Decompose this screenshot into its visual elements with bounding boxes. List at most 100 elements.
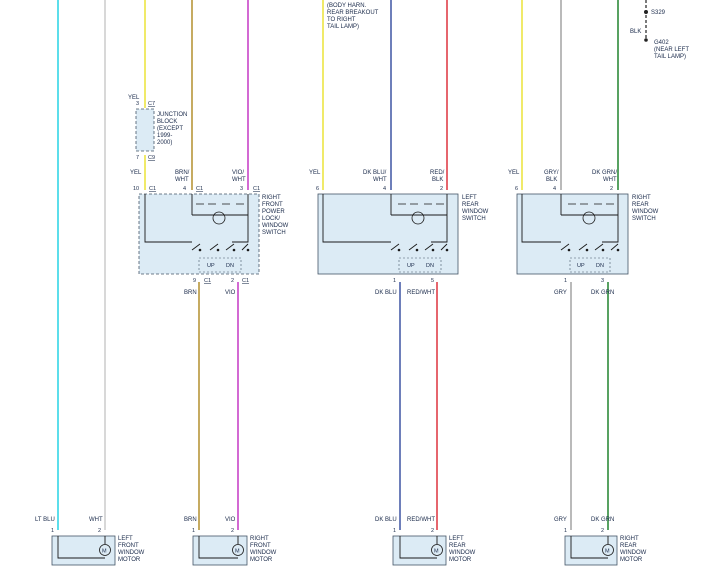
wire-label: RED/ (430, 170, 445, 176)
junction-conn-bottom: C9 (148, 155, 155, 161)
jb-line: JUNCTION (157, 112, 187, 118)
switch-name: RIGHT FRONT POWER LOCK/ WINDOW SWITCH (262, 195, 290, 236)
motor-icon (99, 544, 111, 556)
jb-line: 1999- (157, 133, 172, 139)
note-line: (BODY HARN. (327, 3, 367, 9)
motor-name-line: WINDOW (250, 550, 277, 556)
note-line: TAIL LAMP) (327, 24, 359, 30)
wire-label: VIO (225, 517, 236, 523)
junction-wire-label: YEL (128, 95, 140, 101)
motor-name-line: REAR (620, 543, 637, 549)
indicator-icon (212, 211, 226, 225)
up-dn-group (198, 257, 242, 273)
indicator-icon (411, 211, 425, 225)
motor-name-line: LEFT (118, 536, 133, 542)
rr-switch: YEL GRY/ BLK DK GRN/ WHT 6 4 2 UP DN RIG… (508, 170, 660, 296)
pin-number: 2 (431, 528, 434, 534)
jb-line: 2000) (157, 140, 172, 146)
wire-label: GRY (554, 290, 567, 296)
lr-window-motor: DK BLU RED/WHT 1 2 M LEFT REAR WINDOW MO… (375, 517, 477, 566)
pin-number: 1 (564, 278, 567, 284)
note-line: REAR BREAKOUT (327, 10, 379, 16)
pin-number: 2 (98, 528, 101, 534)
wire-label: WHT (232, 177, 246, 183)
pin-number: 2 (231, 278, 234, 284)
splice-label: S329 (651, 10, 666, 16)
jb-line: (EXCEPT (157, 126, 183, 132)
wire-label: DK GRN (591, 290, 614, 296)
motor-circuit (57, 536, 106, 559)
junction-block-box (135, 108, 155, 152)
switch-name-line: SWITCH (632, 216, 656, 222)
switch-name: RIGHT REAR WINDOW SWITCH (632, 195, 660, 222)
jb-line: BLOCK (157, 119, 177, 125)
switch-name: LEFT REAR WINDOW SWITCH (462, 195, 490, 222)
ground-id: G402 (654, 40, 669, 46)
up-dn-group (569, 257, 611, 273)
motor-name-line: RIGHT (250, 536, 269, 542)
up-label: UP (577, 263, 585, 269)
switch-name-line: WINDOW (262, 223, 289, 229)
wire-label: BLK (546, 177, 557, 183)
motor-name: LEFT REAR WINDOW MOTOR (449, 536, 477, 563)
lr-switch: YEL DK BLU/ WHT RED/ BLK 6 4 2 UP DN LEF… (309, 170, 490, 296)
wire-label: WHT (89, 517, 103, 523)
pin-number: 3 (240, 186, 243, 192)
switch-name-line: LEFT (462, 195, 477, 201)
wire-label: WHT (175, 177, 189, 183)
splice-dot (644, 10, 648, 14)
connector-id: C1 (196, 186, 203, 192)
rr-window-motor: GRY DK GRN 1 2 M RIGHT REAR WINDOW MOTOR (554, 517, 648, 566)
wire-label: YEL (130, 170, 142, 176)
wire-label: VIO (225, 290, 236, 296)
motor-icon (232, 544, 244, 556)
pin-number: 1 (51, 528, 54, 534)
wire-label: GRY/ (544, 170, 559, 176)
wire-label: LT BLU (35, 517, 55, 523)
connector-id: C1 (149, 186, 156, 192)
switch-contacts (191, 243, 249, 251)
pin-number: 1 (393, 278, 396, 284)
motor-name: RIGHT REAR WINDOW MOTOR (620, 536, 648, 563)
ground-note: TAIL LAMP) (654, 54, 686, 60)
wire-label: YEL (508, 170, 520, 176)
switch-name-line: WINDOW (462, 209, 489, 215)
motor-name-line: REAR (449, 543, 466, 549)
pin-number: 1 (564, 528, 567, 534)
pin-number: 4 (553, 186, 556, 192)
wire-label: BRN/ (175, 170, 190, 176)
wire-label: RED/WHT (407, 290, 435, 296)
switch-contacts (390, 243, 448, 251)
switch-circuit (521, 194, 619, 243)
switch-contacts (560, 243, 619, 251)
switch-name-line: FRONT (262, 202, 283, 208)
pin-number: 3 (601, 278, 604, 284)
switch-circuit (144, 194, 249, 243)
wire-label: DK BLU (375, 517, 397, 523)
ground-wire-label: BLK (630, 29, 641, 35)
body-harness-note: (BODY HARN. REAR BREAKOUT TO RIGHT TAIL … (327, 3, 380, 30)
wire-label: BRN (184, 517, 197, 523)
motor-circuit (570, 536, 609, 559)
pin-number: 2 (601, 528, 604, 534)
wire-label: GRY (554, 517, 567, 523)
switch-name-line: REAR (462, 202, 479, 208)
motor-name-line: MOTOR (250, 557, 273, 563)
dn-label: DN (226, 263, 234, 269)
motor-name-line: MOTOR (449, 557, 472, 563)
junction-pin-bottom: 7 (136, 155, 139, 161)
wire-label: BRN (184, 290, 197, 296)
switch-name-line: SWITCH (462, 216, 486, 222)
pin-number: 5 (431, 278, 434, 284)
motor-name-line: FRONT (118, 543, 139, 549)
wire-label: DK BLU/ (363, 170, 387, 176)
note-line: TO RIGHT (327, 17, 356, 23)
ground-symbol (644, 38, 648, 42)
switch-name-line: RIGHT (262, 195, 281, 201)
pin-number: 6 (515, 186, 518, 192)
wire-label: VIO/ (232, 170, 244, 176)
wire-label: BLK (432, 177, 443, 183)
switch-name-line: SWITCH (262, 230, 286, 236)
connector-id: C1 (242, 278, 249, 284)
